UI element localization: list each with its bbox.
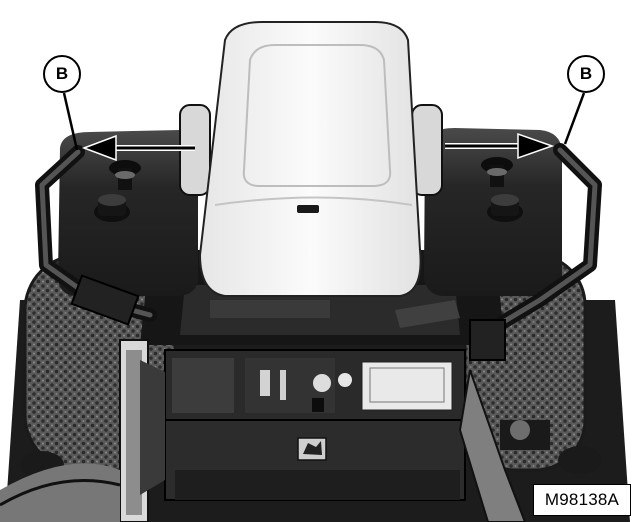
leader-line-left xyxy=(62,92,79,151)
figure-id-label: M98138A xyxy=(533,484,631,516)
brand-badge xyxy=(297,437,327,461)
callout-b-left: B xyxy=(43,55,81,93)
right-steering-lever xyxy=(483,143,602,337)
callout-b-right: B xyxy=(567,55,605,93)
leader-line-right xyxy=(563,92,586,145)
left-fuel-tank xyxy=(58,130,198,296)
arrow-left xyxy=(81,134,195,162)
arrow-right xyxy=(445,132,555,160)
right-fuel-tank xyxy=(424,128,562,296)
operator-seat xyxy=(198,21,422,297)
control-panel xyxy=(164,349,466,421)
